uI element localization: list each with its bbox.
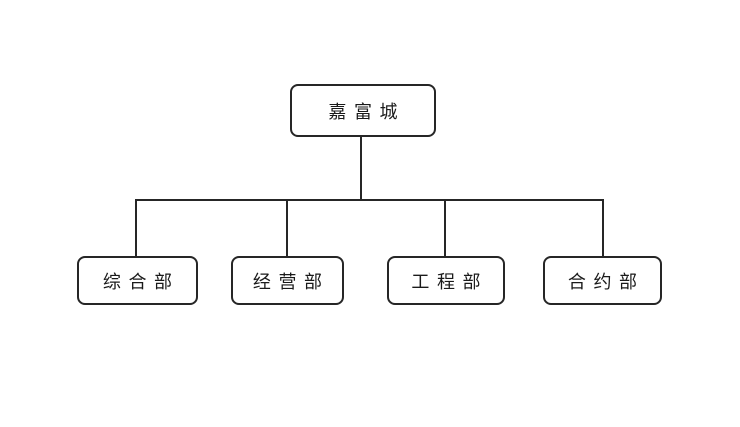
org-node-engineering-dept: 工程部 — [387, 256, 505, 305]
org-node-contract-dept: 合约部 — [543, 256, 662, 305]
connector-root-vertical — [360, 137, 362, 200]
connector-horizontal-bus — [135, 199, 604, 201]
connector-drop-contract — [602, 199, 604, 256]
org-node-general-dept: 综合部 — [77, 256, 198, 305]
connector-drop-operations — [286, 199, 288, 256]
connector-drop-general — [135, 199, 137, 256]
org-node-root: 嘉富城 — [290, 84, 436, 137]
org-node-operations-dept: 经营部 — [231, 256, 344, 305]
connector-drop-engineering — [444, 199, 446, 256]
